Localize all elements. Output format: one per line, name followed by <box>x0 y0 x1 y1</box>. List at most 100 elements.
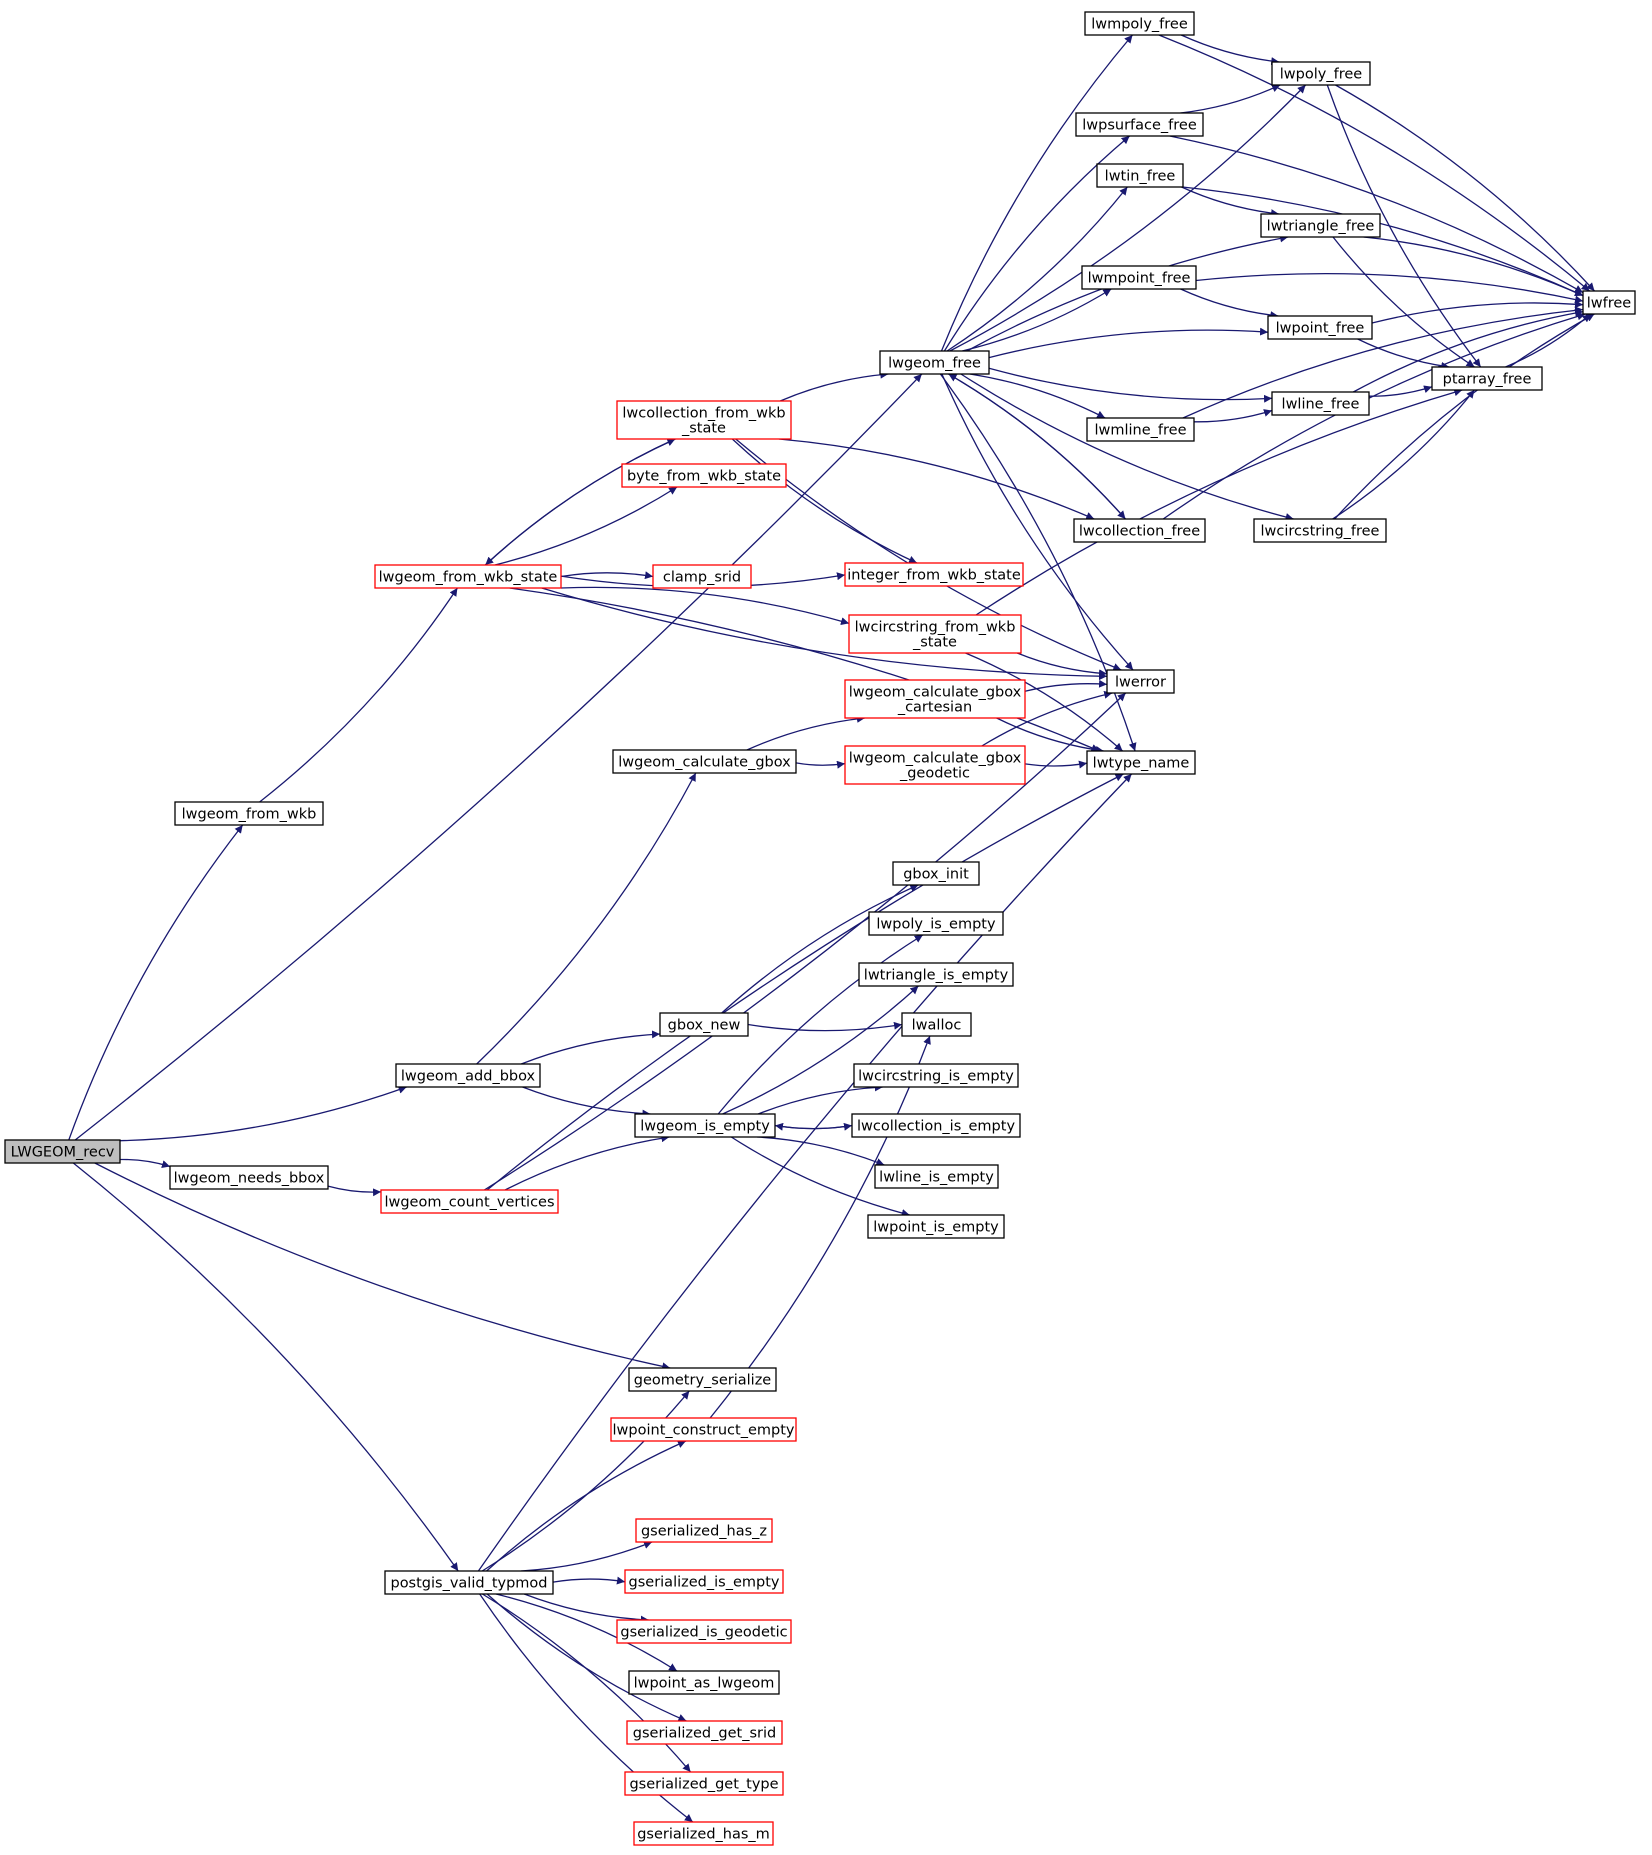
node-lwcollection-from-wkb-state[interactable]: lwcollection_from_wkb_state <box>616 400 792 440</box>
edge-lwline-free-to-lwfree <box>1352 309 1584 393</box>
node-lwgeom-needs-bbox[interactable]: lwgeom_needs_bbox <box>169 1165 329 1190</box>
node-lwgeom-from-wkb[interactable]: lwgeom_from_wkb <box>174 801 324 826</box>
node-lwgeom-calculate-gbox[interactable]: lwgeom_calculate_gbox <box>612 749 797 774</box>
node-label: lwcircstring_from_wkb <box>855 620 1016 636</box>
node-label: lwgeom_calculate_gbox <box>849 751 1022 767</box>
node-lwerror[interactable]: lwerror <box>1106 669 1175 694</box>
node-gserialized-get-srid[interactable]: gserialized_get_srid <box>626 1720 783 1745</box>
edge-lwgeom-recv-to-lwgeom-add-bbox <box>119 1085 407 1142</box>
node-box <box>867 1214 1005 1239</box>
node-byte-from-wkb-state[interactable]: byte_from_wkb_state <box>621 463 787 488</box>
node-lwpoint-is-empty[interactable]: lwpoint_is_empty <box>867 1214 1005 1239</box>
node-label: lwpoint_is_empty <box>873 1220 999 1236</box>
edge-lwcircstring-free-to-ptarray-free <box>1332 389 1475 520</box>
node-lwpoly-free[interactable]: lwpoly_free <box>1271 61 1371 86</box>
edge-lwgeom-free-to-lwtype-name <box>939 373 1137 752</box>
node-lwpoly-is-empty[interactable]: lwpoly_is_empty <box>868 911 1004 936</box>
node-box <box>853 1063 1019 1088</box>
node-box <box>635 1518 773 1543</box>
edge-lwgeom-from-wkb-state-to-lwerror <box>541 587 1108 681</box>
node-geometry-serialize[interactable]: geometry_serialize <box>628 1367 777 1392</box>
edge-lwcollection-free-to-lwfree <box>1162 312 1586 520</box>
node-box <box>1086 750 1196 775</box>
node-label: lwerror <box>1115 675 1166 691</box>
edge-lwpsurface-free-to-lwpoly-free <box>1180 84 1281 114</box>
node-label: lwgeom_add_bbox <box>401 1069 536 1085</box>
node-box <box>1086 417 1195 442</box>
edge-lwgeom-from-wkb-to-lwgeom-from-wkb-state <box>259 587 458 803</box>
node-lwfree[interactable]: lwfree <box>1582 290 1636 315</box>
edge-lwgeom-calculate-gbox-cartesian-to-lwerror <box>1024 679 1108 692</box>
node-lwtype-name[interactable]: lwtype_name <box>1086 750 1196 775</box>
node-lwmpoly-free[interactable]: lwmpoly_free <box>1084 11 1195 36</box>
node-label: postgis_valid_typmod <box>390 1576 547 1592</box>
node-gserialized-has-z[interactable]: gserialized_has_z <box>635 1518 773 1543</box>
node-lwgeom-free[interactable]: lwgeom_free <box>879 350 990 375</box>
edge-lwgeom-recv-to-lwgeom-from-wkb <box>68 824 244 1141</box>
node-lwmline-free[interactable]: lwmline_free <box>1086 417 1195 442</box>
node-label: gbox_init <box>903 867 969 883</box>
node-lwpoint-construct-empty[interactable]: lwpoint_construct_empty <box>610 1417 797 1442</box>
node-box <box>1431 366 1543 391</box>
edge-lwgeom-free-to-lwmpoint-free <box>962 288 1112 352</box>
edge-lwgeom-free-to-lwline-free <box>988 367 1273 403</box>
node-postgis-valid-typmod[interactable]: postgis_valid_typmod <box>384 1570 554 1595</box>
node-label: LWGEOM_recv <box>11 1145 115 1161</box>
node-label: lwpoint_free <box>1276 321 1365 337</box>
edge-lwgeom-is-empty-to-lwline-is-empty <box>757 1136 885 1166</box>
node-box <box>1075 112 1204 137</box>
node-lwtriangle-is-empty[interactable]: lwtriangle_is_empty <box>858 962 1014 987</box>
node-lwgeom-add-bbox[interactable]: lwgeom_add_bbox <box>395 1063 541 1088</box>
node-gserialized-is-geodetic[interactable]: gserialized_is_geodetic <box>616 1619 792 1644</box>
node-lwline-free[interactable]: lwline_free <box>1271 391 1370 416</box>
edge-postgis-valid-typmod-to-lwpoint-construct-empty <box>486 1440 687 1572</box>
edge-postgis-valid-typmod-to-gserialized-get-srid <box>486 1593 687 1722</box>
node-lwcircstring-is-empty[interactable]: lwcircstring_is_empty <box>853 1063 1019 1088</box>
edge-lwmpoly-free-to-lwfree <box>1158 34 1591 292</box>
node-ptarray-free[interactable]: ptarray_free <box>1431 366 1543 391</box>
edge-lwcircstring-from-wkb-state-to-lwerror <box>1016 652 1108 678</box>
node-label: lwpsurface_free <box>1082 118 1197 134</box>
node-lwgeom-calculate-gbox-geodetic[interactable]: lwgeom_calculate_gbox_geodetic <box>844 745 1026 785</box>
node-lwline-is-empty[interactable]: lwline_is_empty <box>874 1164 999 1189</box>
node-lwmpoint-free[interactable]: lwmpoint_free <box>1081 265 1197 290</box>
node-integer-from-wkb-state[interactable]: integer_from_wkb_state <box>844 562 1024 587</box>
node-lwpsurface-free[interactable]: lwpsurface_free <box>1075 112 1204 137</box>
node-box <box>1106 669 1175 694</box>
node-lwtriangle-free[interactable]: lwtriangle_free <box>1260 213 1381 238</box>
node-lwcollection-free[interactable]: lwcollection_free <box>1073 518 1206 543</box>
node-lwcollection-is-empty[interactable]: lwcollection_is_empty <box>851 1113 1021 1138</box>
node-box <box>169 1165 329 1190</box>
node-lwalloc[interactable]: lwalloc <box>901 1012 972 1037</box>
node-label: gserialized_has_m <box>637 1827 770 1843</box>
edge-lwgeom-calculate-gbox-to-lwgeom-calculate-gbox-geodetic <box>795 760 846 769</box>
node-lwtin-free[interactable]: lwtin_free <box>1096 163 1184 188</box>
node-box <box>659 1012 749 1037</box>
node-lwpoint-free[interactable]: lwpoint_free <box>1267 315 1373 340</box>
node-label: lwalloc <box>912 1018 962 1034</box>
node-lwcircstring-from-wkb-state[interactable]: lwcircstring_from_wkb_state <box>848 614 1022 654</box>
node-lwgeom-calculate-gbox-cartesian[interactable]: lwgeom_calculate_gbox_cartesian <box>844 679 1026 719</box>
node-lwgeom-recv[interactable]: LWGEOM_recv <box>4 1139 121 1164</box>
node-label: lwmpoint_free <box>1088 271 1191 287</box>
node-gserialized-is-empty[interactable]: gserialized_is_empty <box>624 1569 784 1594</box>
node-gbox-init[interactable]: gbox_init <box>892 861 980 886</box>
node-lwcircstring-free[interactable]: lwcircstring_free <box>1253 518 1387 543</box>
node-lwgeom-from-wkb-state[interactable]: lwgeom_from_wkb_state <box>374 564 562 589</box>
node-label: gserialized_is_geodetic <box>620 1625 787 1641</box>
node-gserialized-has-m[interactable]: gserialized_has_m <box>633 1821 774 1846</box>
node-lwpoint-as-lwgeom[interactable]: lwpoint_as_lwgeom <box>628 1670 780 1695</box>
node-label: lwcollection_free <box>1079 524 1200 540</box>
node-box <box>1260 213 1381 238</box>
edge-lwgeom-free-to-lwpsurface-free <box>943 135 1131 352</box>
edge-lwgeom-recv-to-geometry-serialize <box>94 1162 671 1371</box>
node-lwgeom-count-vertices[interactable]: lwgeom_count_vertices <box>380 1189 559 1214</box>
edge-lwcircstring-free-to-lwfree <box>1334 313 1595 520</box>
node-lwgeom-is-empty[interactable]: lwgeom_is_empty <box>634 1113 776 1138</box>
node-gbox-new[interactable]: gbox_new <box>659 1012 749 1037</box>
node-label: lwfree <box>1587 296 1632 312</box>
edge-postgis-valid-typmod-to-gserialized-has-m <box>479 1593 694 1823</box>
node-label: lwtype_name <box>1093 756 1190 772</box>
node-clamp-srid[interactable]: clamp_srid <box>652 564 752 589</box>
node-gserialized-get-type[interactable]: gserialized_get_type <box>624 1771 784 1796</box>
